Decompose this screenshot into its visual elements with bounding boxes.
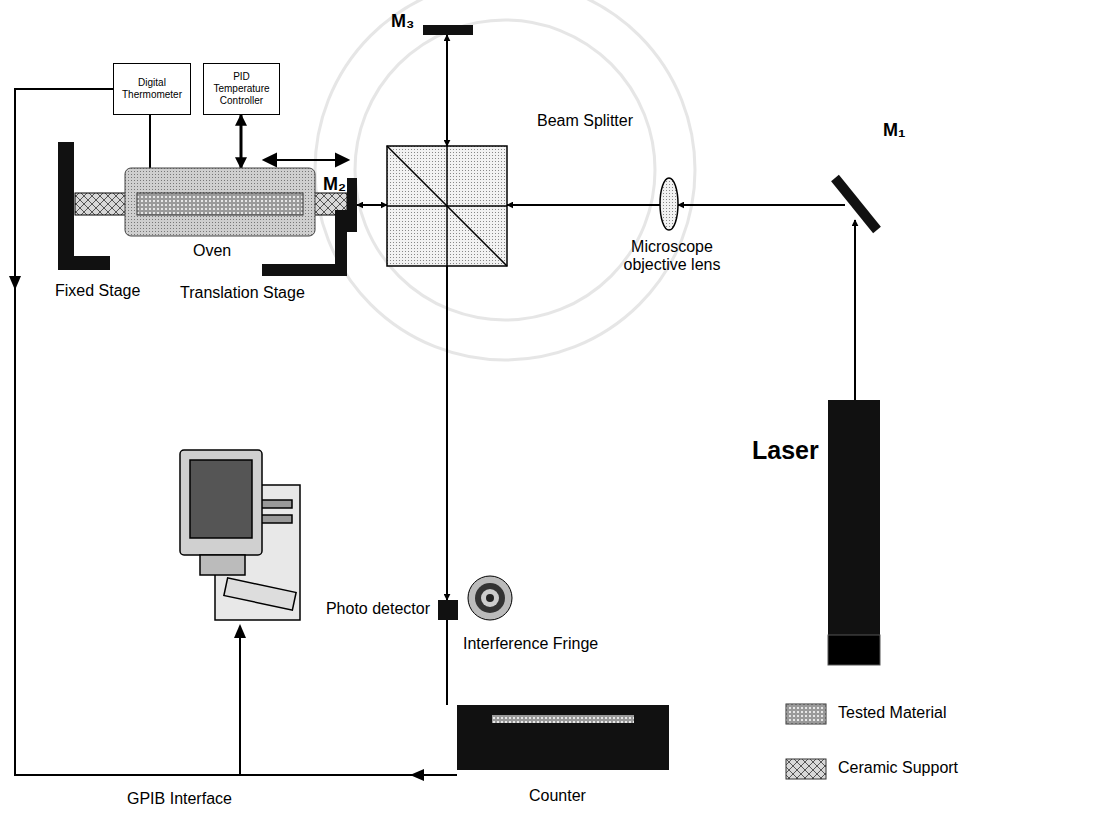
node-label: Microscope objective lens bbox=[602, 238, 742, 275]
node-label: M₂ bbox=[323, 174, 346, 195]
beam-connector bbox=[149, 115, 151, 168]
legend-text: Ceramic Support bbox=[838, 759, 958, 777]
beam-connector bbox=[446, 266, 448, 600]
node-label: Digital Thermometer bbox=[117, 77, 187, 101]
node-label: M₃ bbox=[391, 11, 414, 32]
beam-splitter: Beam Splitter bbox=[387, 146, 507, 266]
shape bbox=[125, 168, 315, 236]
beam-connector bbox=[357, 204, 387, 206]
node-label: Laser bbox=[752, 436, 819, 465]
node-label: Interference Fringe bbox=[463, 635, 598, 653]
translation-stage: Translation Stage bbox=[262, 234, 347, 276]
beam-connector bbox=[854, 220, 856, 400]
shape bbox=[467, 575, 513, 621]
shape bbox=[347, 178, 357, 232]
beam-connector bbox=[507, 204, 660, 206]
thermometer-box: Digital Thermometer bbox=[113, 63, 191, 115]
controller-box: PID Temperature Controller bbox=[203, 63, 280, 115]
photo-detector: Photo detector bbox=[438, 600, 458, 620]
node-label: Photo detector bbox=[280, 600, 430, 618]
node-label: M₁ bbox=[883, 120, 905, 141]
shape bbox=[387, 146, 507, 266]
shape bbox=[423, 25, 473, 35]
legend-swatch bbox=[785, 703, 827, 725]
node-label: Oven bbox=[193, 242, 231, 260]
shape bbox=[457, 705, 669, 770]
node-label: Translation Stage bbox=[180, 284, 305, 302]
mirror: M₂ bbox=[347, 178, 357, 232]
legend-swatch bbox=[785, 758, 827, 780]
shape bbox=[438, 600, 458, 620]
fixed-stage: Fixed Stage bbox=[58, 142, 110, 270]
node-label: Fixed Stage bbox=[55, 282, 140, 300]
shape bbox=[660, 178, 678, 230]
shape bbox=[845, 190, 867, 220]
node-label: Counter bbox=[529, 787, 586, 805]
shape bbox=[828, 400, 880, 665]
mirror: M₃ bbox=[423, 25, 473, 35]
mirror: M₁ bbox=[845, 190, 867, 220]
counter: Counter bbox=[457, 705, 669, 770]
oven: Oven bbox=[125, 168, 315, 236]
interface-label: GPIB Interface bbox=[125, 790, 234, 808]
objective-lens: Microscope objective lens bbox=[660, 178, 678, 230]
node-label: PID Temperature Controller bbox=[207, 71, 276, 107]
node-label: Beam Splitter bbox=[537, 112, 633, 130]
shape bbox=[58, 142, 110, 270]
beam-connector bbox=[446, 35, 448, 146]
shape bbox=[262, 234, 347, 276]
laser: Laser bbox=[828, 400, 880, 665]
legend-text: Tested Material bbox=[838, 704, 947, 722]
beam-connector bbox=[446, 620, 448, 705]
interference-fringe: Interference Fringe bbox=[467, 575, 513, 621]
beam-connector bbox=[240, 115, 243, 168]
beam-connector bbox=[678, 204, 845, 206]
